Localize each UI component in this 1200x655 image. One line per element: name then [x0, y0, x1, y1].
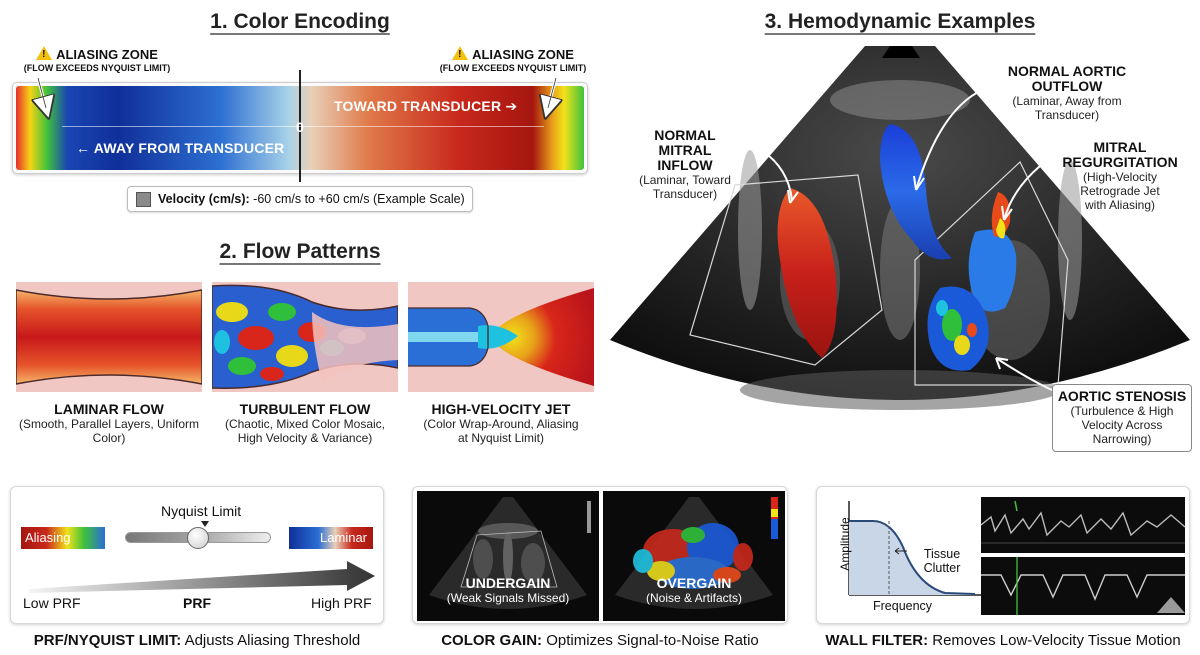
nyquist-limit-label: Nyquist Limit: [161, 503, 242, 519]
prf-label: PRF: [183, 595, 211, 611]
toward-transducer-label: TOWARD TRANSDUCER ➔: [334, 98, 518, 114]
high-prf-label: High PRF: [311, 595, 372, 611]
frequency-axis-label: Frequency: [873, 599, 933, 613]
turbulent-flow-caption: TURBULENT FLOW (Chaotic, Mixed Color Mos…: [200, 401, 410, 446]
spectral-doppler-images: [981, 497, 1185, 615]
pattern-desc: (Color Wrap-Around, Aliasing at Nyquist …: [423, 417, 579, 445]
zero-label: 0: [296, 119, 304, 135]
prf-arrow: [29, 561, 375, 593]
callout-arrows: [757, 89, 1053, 391]
label-desc: (Laminar, Toward Transducer): [639, 173, 731, 201]
aliasing-swatch: Aliasing: [21, 527, 105, 549]
label-title: AORTIC STENOSIS: [1057, 388, 1187, 404]
warning-icon: [36, 46, 53, 62]
away-from-transducer-label: ← AWAY FROM TRANSDUCER: [76, 140, 285, 156]
mitral-inflow-jet: [777, 188, 837, 358]
prf-caption: PRF/NYQUIST LIMIT: Adjusts Aliasing Thre…: [33, 632, 361, 649]
arrow-right-icon: ➔: [505, 98, 518, 114]
overgain-image: [603, 491, 785, 621]
prf-panel: Nyquist Limit Aliasing Laminar Low PRF P…: [10, 486, 384, 624]
prf-slider-knob[interactable]: [187, 527, 209, 549]
aliasing-zone-right-label: ALIASING ZONE (FLOW EXCEEDS NYQUIST LIMI…: [428, 46, 598, 74]
warning-icon: [452, 46, 469, 62]
pattern-title: HIGH-VELOCITY JET: [431, 401, 571, 417]
aliasing-arrows: [0, 77, 600, 120]
label-desc: (High-Velocity Retrograde Jet with Alias…: [1080, 170, 1160, 212]
wall-filter-panel: Amplitude Frequency Tissue Clutter: [816, 486, 1190, 624]
laminar-flow-caption: LAMINAR FLOW (Smooth, Parallel Layers, U…: [16, 401, 202, 446]
laminar-flow-illustration: [16, 282, 202, 392]
label-title: MITRAL REGURGITATION: [1062, 139, 1178, 170]
laminar-swatch: Laminar: [289, 527, 373, 549]
flow-patterns-title: 2. Flow Patterns: [219, 240, 381, 263]
high-velocity-jet-illustration: [408, 282, 594, 392]
regurgitation-jet: [968, 229, 1017, 312]
gain-caption: COLOR GAIN: Optimizes Signal-to-Noise Ra…: [441, 632, 759, 649]
aliasing-zone-left-label: ALIASING ZONE (FLOW EXCEEDS NYQUIST LIMI…: [12, 46, 182, 74]
overgain-caption: OVERGAIN (Noise & Artifacts): [645, 575, 743, 605]
label-desc: (Turbulence & High Velocity Across Narro…: [1070, 404, 1174, 446]
gain-panel: UNDERGAIN (Weak Signals Missed) OVERGAIN…: [412, 486, 788, 624]
tissue-clutter-label: Tissue Clutter: [923, 547, 961, 575]
amplitude-axis-label: Amplitude: [838, 517, 852, 571]
pattern-desc: (Smooth, Parallel Layers, Uniform Color): [18, 417, 200, 445]
undergain-caption: UNDERGAIN (Weak Signals Missed): [446, 575, 570, 605]
pattern-desc: (Chaotic, Mixed Color Mosaic, High Veloc…: [224, 417, 386, 445]
label-title: NORMAL AORTIC OUTFLOW: [1007, 63, 1127, 94]
arrow-left-icon: ←: [76, 140, 91, 156]
aliasing-right-sub: (FLOW EXCEEDS NYQUIST LIMIT): [439, 63, 587, 73]
aortic-outflow-label: NORMAL AORTIC OUTFLOW (Laminar, Away fro…: [1004, 63, 1130, 123]
velocity-range: -60 cm/s to +60 cm/s (Example Scale): [249, 192, 465, 206]
label-title: NORMAL MITRAL INFLOW: [654, 127, 716, 173]
wall-filter-caption: WALL FILTER: Removes Low-Velocity Tissue…: [825, 632, 1181, 649]
aortic-stenosis-label: AORTIC STENOSIS (Turbulence & High Veloc…: [1052, 384, 1192, 452]
aliasing-right-title: ALIASING ZONE: [472, 47, 574, 62]
turbulent-flow-illustration: [212, 282, 398, 392]
aliasing-left-title: ALIASING ZONE: [56, 47, 158, 62]
wall-filter-graph: [848, 501, 981, 596]
mitral-inflow-label: NORMAL MITRAL INFLOW (Laminar, Toward Tr…: [630, 127, 740, 202]
label-desc: (Laminar, Away from Transducer): [1012, 94, 1122, 122]
jet-caption: HIGH-VELOCITY JET (Color Wrap-Around, Al…: [404, 401, 598, 446]
pattern-title: TURBULENT FLOW: [239, 401, 371, 417]
color-swatch-icon: [136, 192, 151, 207]
aliasing-left-sub: (FLOW EXCEEDS NYQUIST LIMIT): [23, 63, 171, 73]
nyquist-pointer-icon: [201, 521, 209, 527]
hemodynamic-title: 3. Hemodynamic Examples: [764, 10, 1036, 33]
zero-axis-line: [62, 126, 544, 127]
echo-image: [610, 46, 1190, 410]
velocity-label: Velocity (cm/s):: [158, 192, 250, 206]
pattern-title: LAMINAR FLOW: [54, 401, 164, 417]
velocity-scale-box: Velocity (cm/s): -60 cm/s to +60 cm/s (E…: [127, 186, 473, 212]
undergain-image: [417, 491, 599, 621]
low-prf-label: Low PRF: [23, 595, 81, 611]
color-encoding-title: 1. Color Encoding: [210, 10, 390, 33]
aortic-outflow-jet: [880, 124, 952, 260]
mitral-regurgitation-label: MITRAL REGURGITATION (High-Velocity Retr…: [1050, 139, 1190, 213]
